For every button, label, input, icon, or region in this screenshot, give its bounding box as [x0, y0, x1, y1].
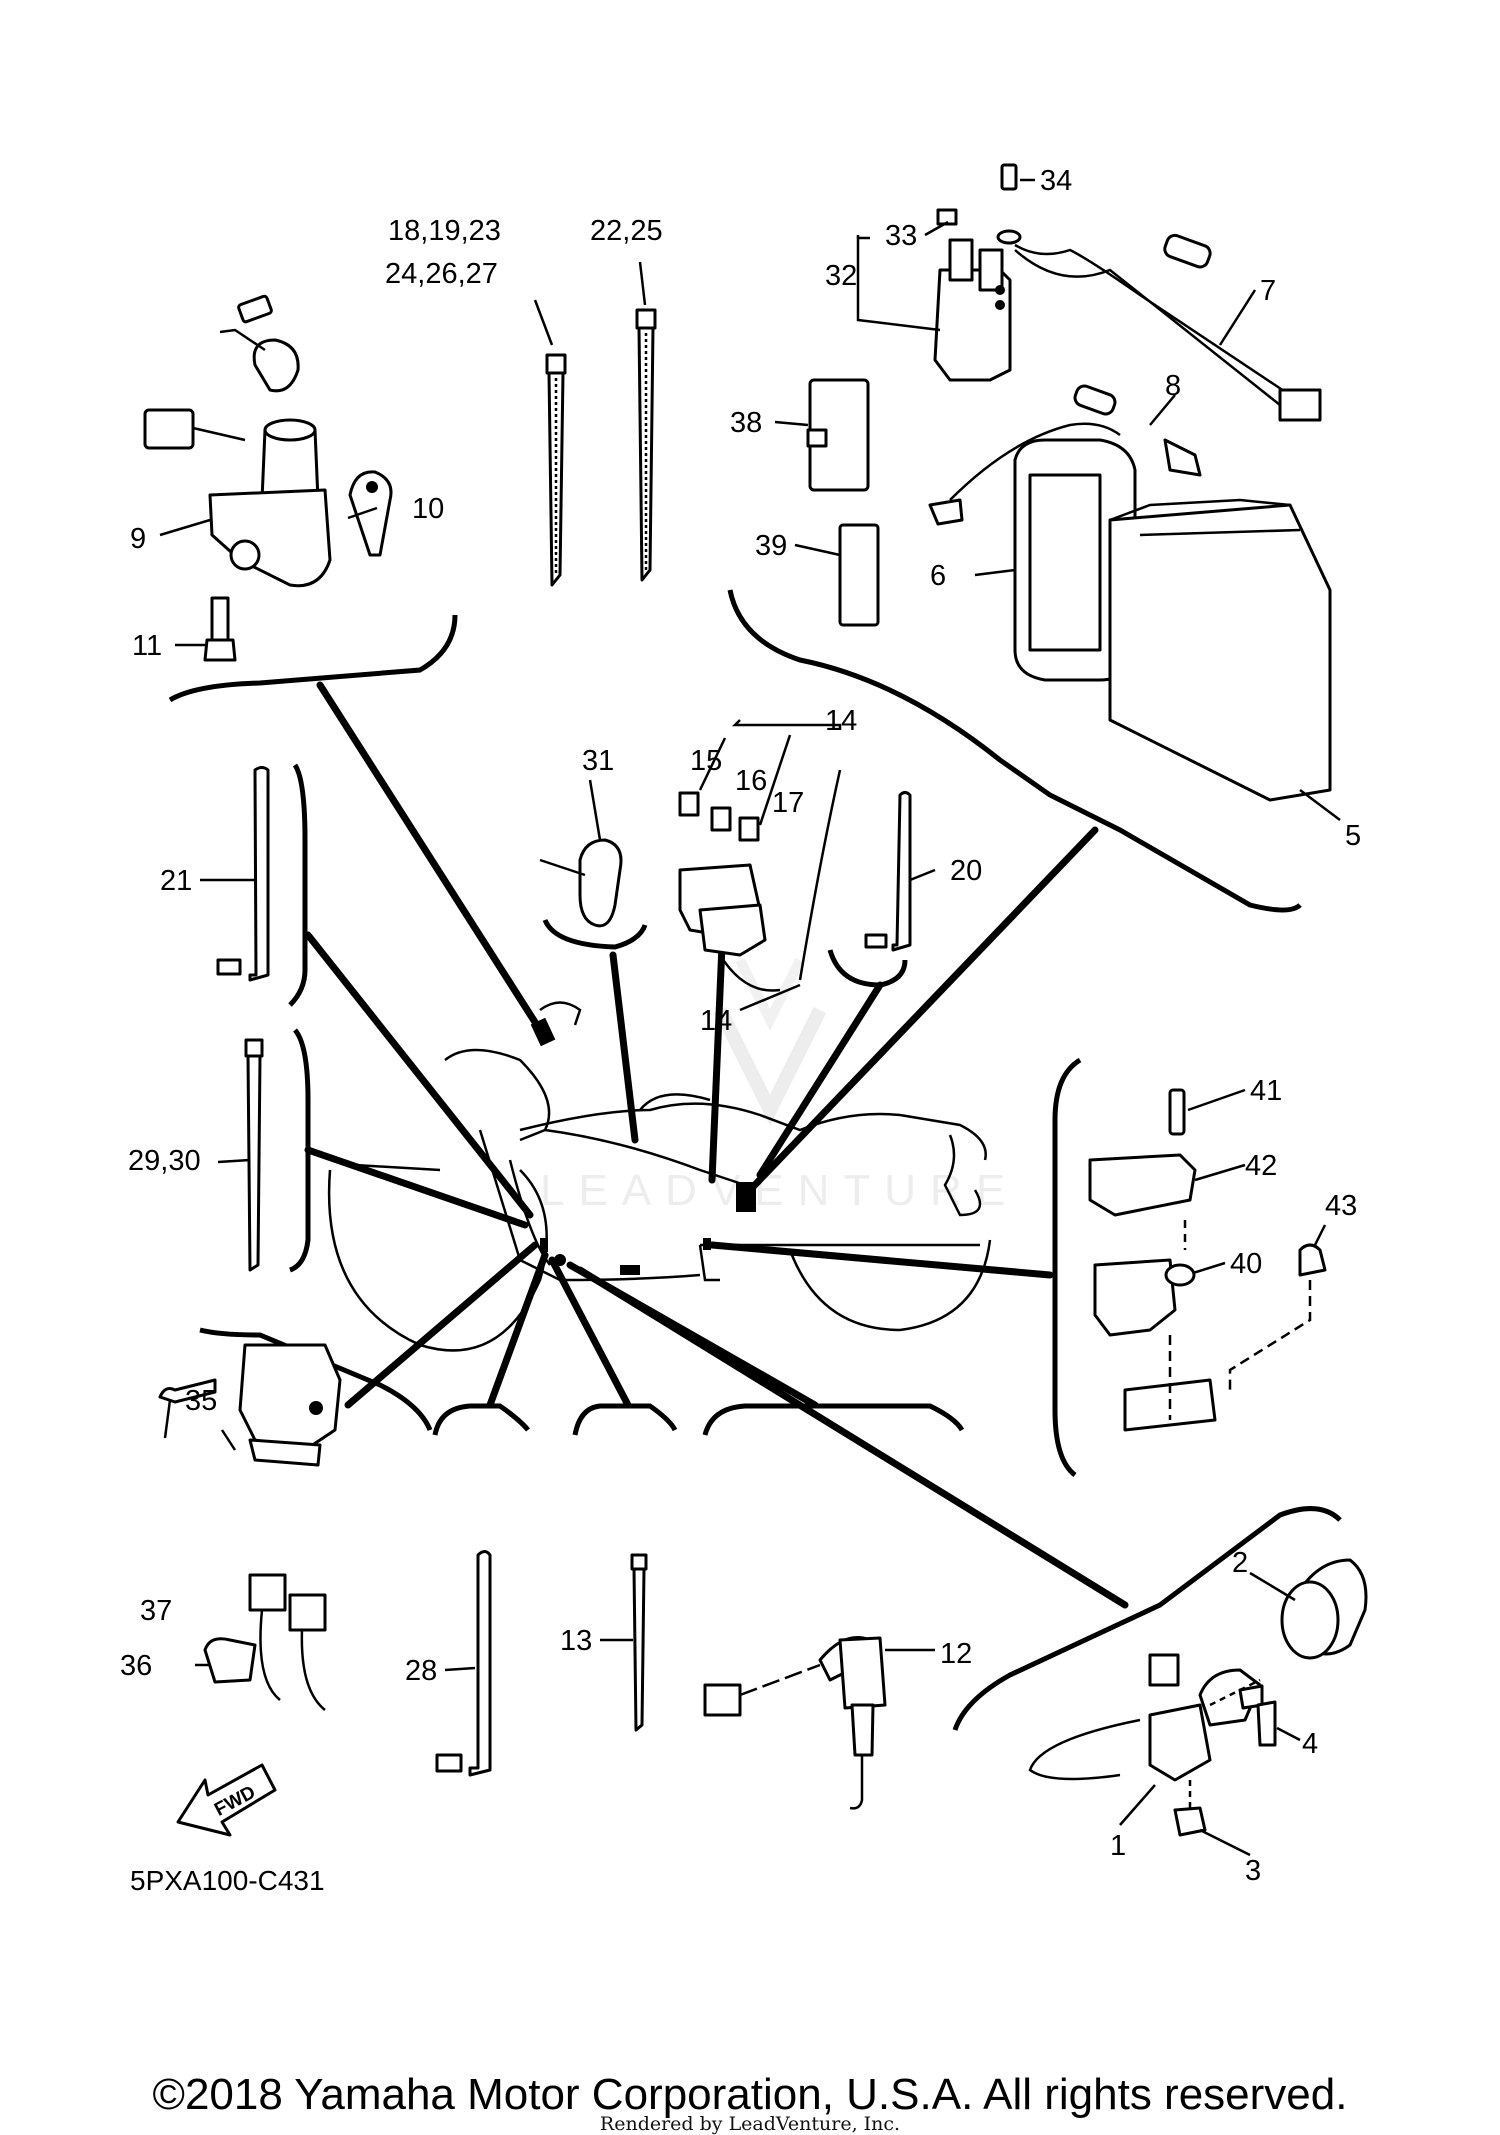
- cable-tie-28: [468, 1550, 492, 1777]
- screw-41: [1168, 1088, 1186, 1136]
- ecu-35: [238, 1343, 342, 1452]
- diagram-code: 5PXA100-C431: [130, 1865, 325, 1896]
- callout-4: 4: [1302, 1728, 1318, 1760]
- bolt-4: [1256, 1700, 1277, 1747]
- callout-21: 21: [160, 865, 192, 897]
- group-brackets: [168, 589, 1342, 1731]
- battery-relay-group: [806, 163, 1332, 802]
- callout-labels: 1 2 3 4 5 6 7 8 9 10 11 12 13 14 14 15 1…: [120, 165, 1361, 1887]
- bolt-34: [1000, 163, 1018, 191]
- callout-11: 11: [132, 630, 162, 662]
- callout-37: 37: [140, 1595, 172, 1627]
- callout-35: 35: [185, 1385, 217, 1417]
- battery-lead-8-terminal: [928, 498, 964, 526]
- fwd-arrow-icon: FWD: [176, 1763, 277, 1837]
- fuse-15: [678, 791, 700, 817]
- callout-7: 7: [1260, 275, 1276, 307]
- battery-lead-7-plug: [1278, 388, 1322, 422]
- callout-28: 28: [405, 1655, 437, 1687]
- callout-5: 5: [1345, 820, 1361, 852]
- callout-10: 10: [412, 493, 444, 525]
- spare-key-icon: [348, 470, 393, 557]
- callout-13: 13: [560, 1625, 592, 1657]
- ecu-group-35: [158, 1343, 342, 1711]
- callout-43: 43: [1325, 1190, 1357, 1222]
- callout-12: 12: [940, 1638, 972, 1670]
- clamp-31-group: [539, 838, 623, 928]
- callout-14-top: 14: [825, 705, 857, 737]
- coupler-b: [288, 1593, 327, 1632]
- cable-ties-upper: [545, 308, 657, 587]
- callout-24-26-27: 24,26,27: [385, 258, 498, 290]
- cable-tie-13: [632, 1567, 646, 1732]
- callout-14-bike: 14: [700, 1005, 732, 1037]
- callout-22-25: 22,25: [590, 215, 663, 247]
- rendered-by-notice: Rendered by LeadVenture, Inc.: [599, 2113, 901, 2135]
- copyright-notice: ©2018 Yamaha Motor Corporation, U.S.A. A…: [152, 2070, 1348, 2119]
- callout-42: 42: [1245, 1150, 1277, 1182]
- tie-13-group: [630, 1553, 648, 1732]
- tie-21-group: [216, 766, 270, 982]
- coupler-a: [248, 1573, 287, 1612]
- callout-2: 2: [1232, 1547, 1248, 1579]
- connector-lines: [304, 681, 1129, 1609]
- callout-6: 6: [930, 560, 946, 592]
- sensor-1: [1148, 1703, 1212, 1782]
- fuse-box-group: [678, 719, 842, 1012]
- callout-8: 8: [1165, 370, 1181, 402]
- tie-20-group: [864, 791, 912, 952]
- watermark-text: LEADVENTURE: [540, 1166, 1019, 1215]
- callout-31: 31: [582, 745, 614, 777]
- switch-housing: [208, 488, 332, 588]
- switch-12-coupler: [703, 1683, 742, 1717]
- callout-32: 32: [825, 260, 857, 292]
- callout-9: 9: [130, 523, 146, 555]
- fuse-16: [710, 806, 732, 832]
- leadventure-watermark-logo: LEADVENTURE: [540, 957, 1019, 1215]
- tie-head-22: [635, 308, 657, 330]
- bolt-37: [158, 1378, 217, 1404]
- switch-12-group: [703, 1636, 887, 1810]
- callout-39: 39: [755, 530, 787, 562]
- switch-12: [838, 1636, 887, 1710]
- callout-18-19-23: 18,19,23: [388, 215, 501, 247]
- fuse-17: [738, 816, 760, 842]
- cable-tie-21: [248, 766, 270, 982]
- callout-15: 15: [690, 745, 722, 777]
- sensor-40: [1093, 1258, 1177, 1337]
- sensor-1-coupler: [1148, 1653, 1180, 1687]
- callout-34: 34: [1040, 165, 1072, 197]
- cable-tie-29: [246, 1054, 262, 1272]
- tie-head-18: [545, 353, 567, 375]
- callout-29-30: 29,30: [128, 1145, 201, 1177]
- clamp-43: [1298, 1243, 1327, 1277]
- callout-16: 16: [735, 765, 767, 797]
- tie-28-group: [435, 1550, 492, 1777]
- callout-3: 3: [1245, 1855, 1261, 1887]
- clamp-31: [578, 838, 623, 928]
- callout-36: 36: [120, 1650, 152, 1682]
- sensor-group-40: [1088, 1088, 1327, 1432]
- battery-5: [1108, 503, 1332, 802]
- bolt-11: [203, 638, 237, 662]
- switch-connector: [143, 408, 195, 450]
- sensor-group-1: [1028, 1558, 1368, 1837]
- callout-40: 40: [1230, 1248, 1262, 1280]
- main-switch-group: [143, 294, 393, 662]
- callout-17: 17: [772, 787, 804, 819]
- callout-1: 1: [1110, 1830, 1126, 1862]
- clamp-36: [203, 1637, 257, 1684]
- nut-3: [1173, 1806, 1207, 1837]
- callout-41: 41: [1250, 1075, 1282, 1107]
- callout-38: 38: [730, 407, 762, 439]
- leader-lines: [159, 178, 1341, 1857]
- tie-29-group: [244, 1038, 264, 1272]
- cover-42: [1088, 1153, 1197, 1217]
- cable-tie-18: [547, 371, 565, 587]
- cable-tie-20: [891, 791, 912, 952]
- relay-39: [838, 523, 880, 627]
- callout-33: 33: [885, 220, 917, 252]
- callout-20: 20: [950, 855, 982, 887]
